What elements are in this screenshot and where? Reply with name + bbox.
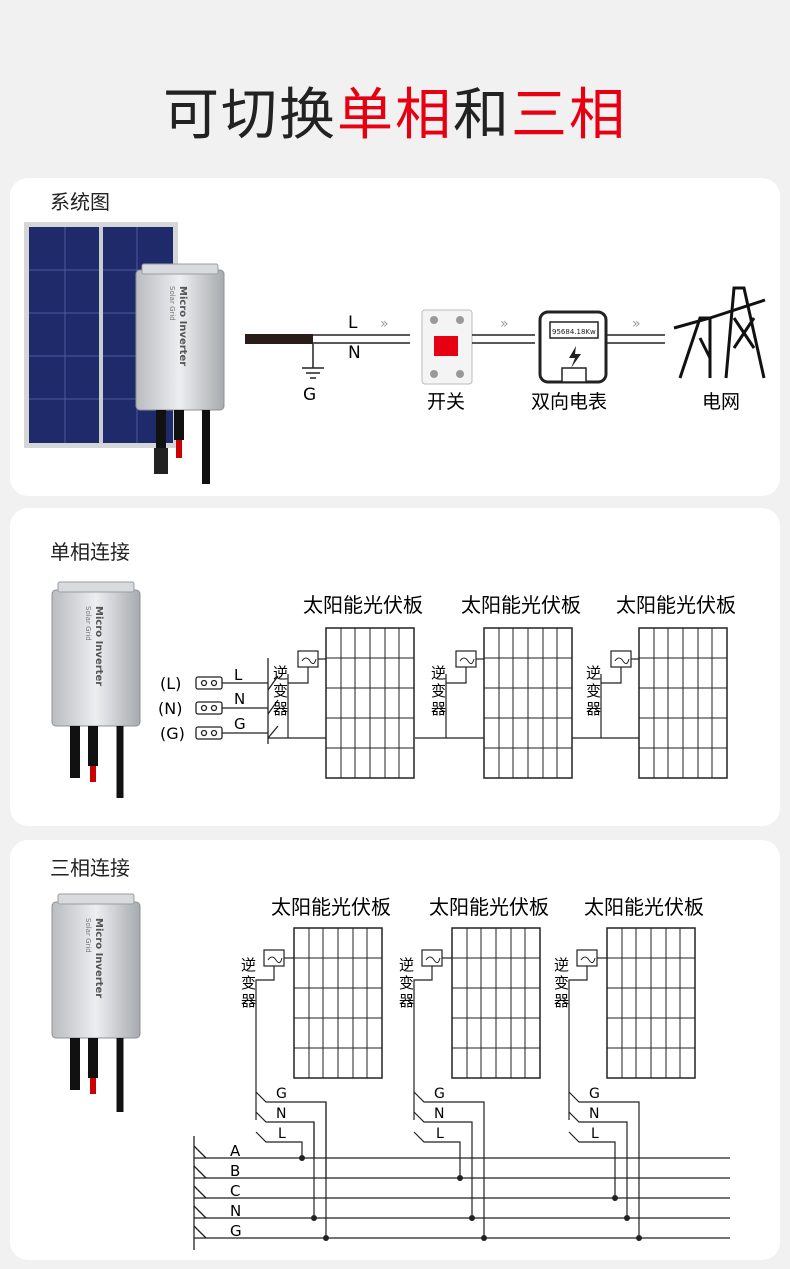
bus-b-label: B (230, 1162, 240, 1180)
meter-label: 双向电表 (531, 391, 607, 413)
terminal-n-label: (N) (158, 699, 182, 718)
arrow-chevron-icon: » (632, 316, 641, 332)
inverter-model: Micro Inverter (93, 606, 104, 686)
meter-reading: 95684.18Kw (552, 328, 596, 336)
three-phase-card: 三相连接 Solar Grid Micro Inverter A (10, 840, 780, 1260)
bus-a-label: A (230, 1142, 241, 1160)
drop-l-label: L (436, 1126, 444, 1142)
switch-label: 开关 (427, 391, 465, 413)
bus-g-label: G (230, 1222, 242, 1240)
micro-inverter-image: Solar Grid Micro Inverter (51, 581, 141, 798)
drop-g-label: G (276, 1086, 287, 1102)
drop-l-label: L (591, 1126, 599, 1142)
wire-l-label: L (234, 666, 243, 684)
panel-label: 太阳能光伏板 (303, 593, 423, 617)
breaker-icon (421, 309, 473, 385)
arrow-chevron-icon: » (380, 316, 389, 332)
drop-n-label: N (589, 1106, 599, 1122)
inverter-model: Micro Inverter (93, 918, 104, 998)
wire-l-label: L (348, 313, 358, 333)
inverter-label: 逆变器 (399, 956, 414, 1010)
drop-g-label: G (434, 1086, 445, 1102)
single-phase-card: 单相连接 Solar Grid Micro Inverter (L) (N) (… (10, 508, 780, 826)
panel-group-1: 太阳能光伏板 逆变器 (273, 593, 423, 779)
panel-label: 太阳能光伏板 (616, 593, 736, 617)
micro-inverter-image: Solar Grid Micro Inverter (51, 893, 141, 1112)
terminal-g-label: (G) (160, 724, 185, 743)
panel-group-1: 太阳能光伏板 逆变器 G N L (241, 895, 391, 1241)
arrow-chevron-icon: » (500, 316, 509, 332)
power-grid-icon (673, 286, 766, 379)
inverter-label: 逆变器 (586, 664, 601, 718)
three-phase-bus (193, 1136, 730, 1250)
inverter-label: 逆变器 (241, 956, 256, 1010)
single-phase-diagram: Solar Grid Micro Inverter (L) (N) (G) L … (51, 581, 736, 798)
output-cable (245, 334, 313, 344)
three-phase-label: 三相连接 (50, 856, 130, 880)
panel-group-2: 太阳能光伏板 逆变器 (431, 593, 581, 779)
meter-icon: 95684.18Kw (538, 310, 608, 384)
panel-label: 太阳能光伏板 (429, 895, 549, 919)
drop-g-label: G (589, 1086, 600, 1102)
terminal-l-label: (L) (160, 674, 181, 693)
system-diagram: Solar Grid Micro Inverter L N » G (24, 222, 766, 484)
wire-g-label: G (234, 715, 246, 733)
drop-n-label: N (276, 1106, 286, 1122)
system-diagram-label: 系统图 (50, 190, 110, 214)
panel-group-2: 太阳能光伏板 逆变器 G N L (399, 895, 549, 1241)
inverter-brand: Solar Grid (84, 606, 92, 641)
drop-l-label: L (278, 1126, 286, 1142)
bus-c-label: C (230, 1182, 240, 1200)
panel-group-3: 太阳能光伏板 逆变器 G N L (554, 895, 704, 1241)
panel-label: 太阳能光伏板 (461, 593, 581, 617)
panel-label: 太阳能光伏板 (271, 895, 391, 919)
system-diagram-card: 系统图 Solar Grid Micro Inverter (10, 178, 780, 496)
bus-n-label: N (230, 1202, 241, 1220)
single-phase-label: 单相连接 (50, 540, 130, 564)
drop-n-label: N (434, 1106, 444, 1122)
ground-icon (302, 344, 324, 379)
terminal-block-icon (195, 676, 223, 740)
panel-group-3: 太阳能光伏板 逆变器 (586, 593, 736, 779)
inverter-label: 逆变器 (554, 956, 569, 1010)
grid-label: 电网 (702, 391, 740, 413)
inverter-brand: Solar Grid (84, 918, 92, 953)
wire-n-label: N (348, 343, 361, 363)
page-title: 可切换单相和三相 (163, 83, 627, 148)
inverter-label: 逆变器 (431, 664, 446, 718)
inverter-label: 逆变器 (273, 664, 288, 718)
inverter-brand: Solar Grid (168, 286, 176, 321)
wire-n-label: N (234, 690, 245, 708)
panel-label: 太阳能光伏板 (584, 895, 704, 919)
micro-inverter-image: Solar Grid Micro Inverter (135, 263, 225, 484)
three-phase-diagram: Solar Grid Micro Inverter A B C N G (51, 893, 730, 1250)
inverter-model: Micro Inverter (177, 286, 188, 366)
ground-label: G (303, 385, 316, 405)
